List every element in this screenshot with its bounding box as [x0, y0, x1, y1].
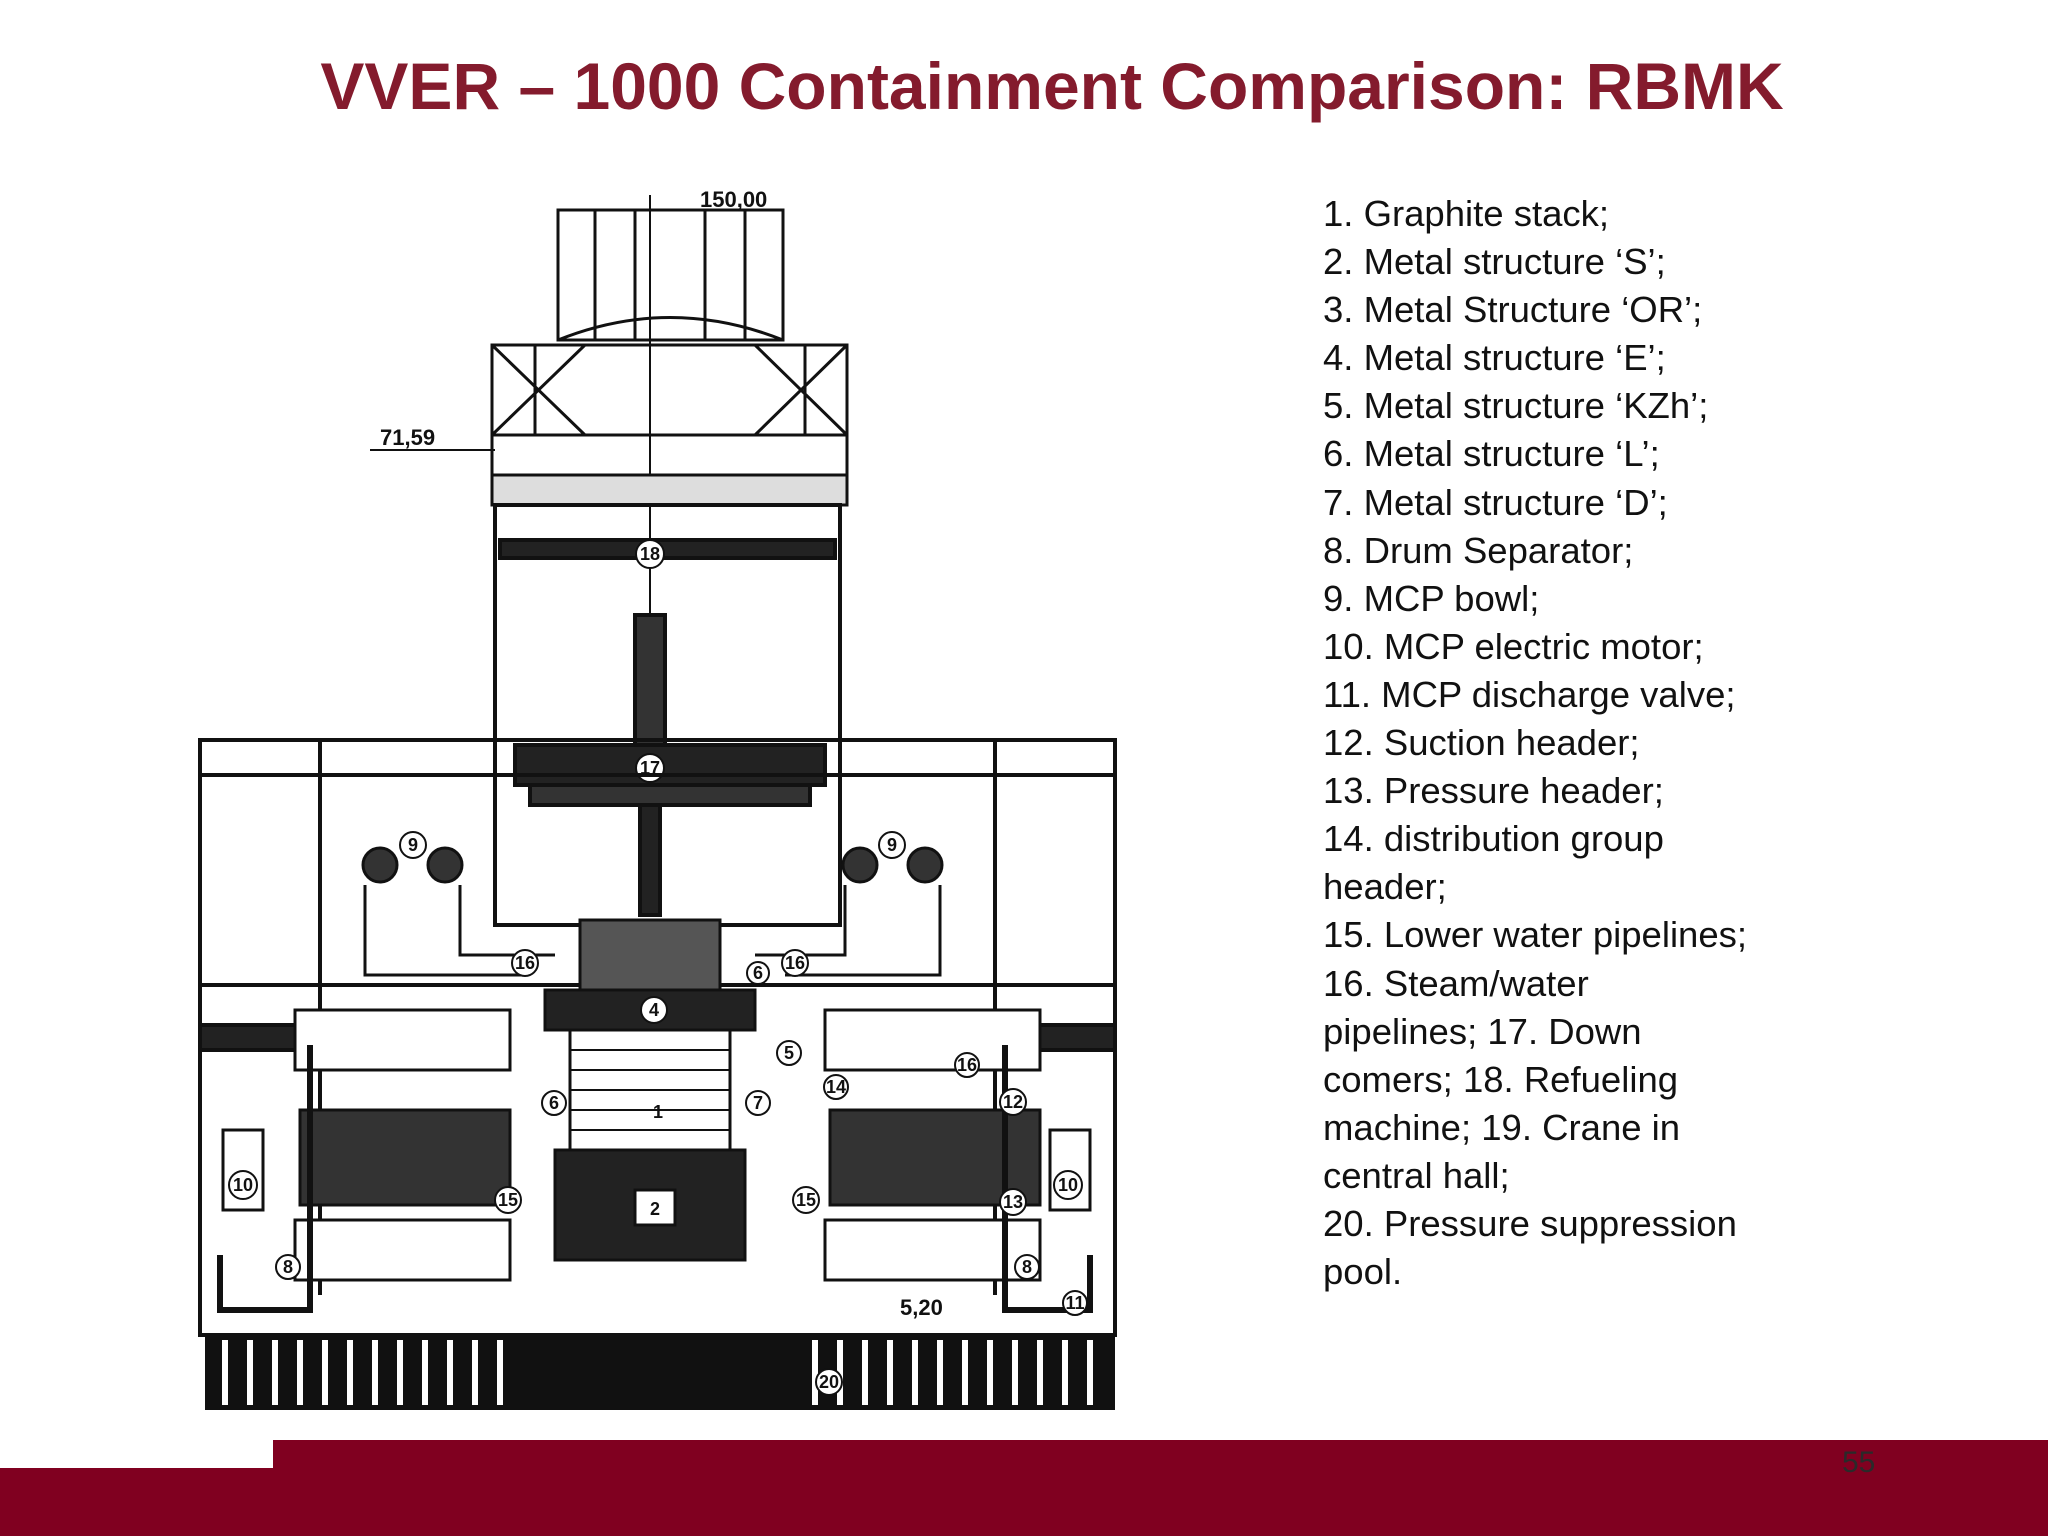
- legend-item: 4. Metal structure ‘E’;: [1323, 337, 1666, 379]
- callout-20: 20: [819, 1372, 839, 1392]
- callout-5: 5: [784, 1043, 794, 1063]
- legend-item: 14. distribution group header;: [1323, 818, 1664, 908]
- legend-item: 9. MCP bowl;: [1323, 577, 1540, 619]
- upper-truss: [490, 343, 849, 507]
- callout-1: 1: [653, 1102, 663, 1122]
- central-hall: [493, 503, 842, 927]
- callout-19: 18: [640, 544, 660, 564]
- legend-list: 1. Graphite stack; 2. Metal structure ‘S…: [1323, 190, 1753, 1296]
- legend-item: 5. Metal structure ‘KZh’;: [1323, 385, 1709, 427]
- callout-14: 14: [826, 1077, 846, 1097]
- callout-15-left: 15: [498, 1190, 518, 1210]
- legend-item: 16. Steam/water pipelines; 17. Down come…: [1323, 962, 1681, 1196]
- legend-item: 12. Suction header;: [1323, 722, 1640, 764]
- drum-separators: [361, 846, 944, 977]
- callout-7: 6: [753, 963, 763, 983]
- callout-15-right: 15: [796, 1190, 816, 1210]
- legend-item: 2. Metal structure ‘S’;: [1323, 241, 1666, 283]
- elevation-low: 5,20: [900, 1295, 943, 1320]
- callout-16-left: 16: [515, 953, 535, 973]
- legend-item: 11. MCP discharge valve;: [1323, 673, 1736, 715]
- callout-4: 4: [649, 1000, 659, 1020]
- legend-item: 15. Lower water pipelines;: [1323, 914, 1748, 956]
- top-stack: [556, 208, 785, 342]
- callout-8-left: 9: [408, 835, 418, 855]
- slide-title: VVER – 1000 Containment Comparison: RBMK: [320, 49, 1784, 123]
- callout-10-left: 10: [233, 1175, 253, 1195]
- footer-strip: [0, 1468, 273, 1536]
- legend-item: 10. MCP electric motor;: [1323, 625, 1704, 667]
- callout-13: 13: [1003, 1192, 1023, 1212]
- callout-6-left: 6: [549, 1093, 559, 1113]
- callout-8-right: 9: [887, 835, 897, 855]
- page-number: 55: [1842, 1446, 1876, 1479]
- legend-item: 8. Drum Separator;: [1323, 529, 1634, 571]
- callout-12: 12: [1003, 1092, 1023, 1112]
- legend-item: 1. Graphite stack;: [1323, 193, 1610, 234]
- legend-item: 13. Pressure header;: [1323, 770, 1664, 812]
- callout-9-right: 8: [1022, 1257, 1032, 1277]
- rbmk-containment-diagram: 150,00 71,59 18 1 7: [198, 187, 1117, 1410]
- callout-11: 11: [1065, 1293, 1084, 1313]
- elevation-mid: 71,59: [380, 425, 435, 450]
- callout-16-right: 16: [785, 953, 805, 973]
- callout-10-right: 10: [1058, 1175, 1078, 1195]
- pump-rooms: [217, 1008, 1093, 1313]
- legend-item: 3. Metal Structure ‘OR’;: [1323, 289, 1703, 331]
- legend-item: 20. Pressure suppression pool.: [1323, 1202, 1737, 1293]
- callout-9-left: 8: [283, 1257, 293, 1277]
- callout-17: 16: [957, 1055, 977, 1075]
- elevation-top: 150,00: [700, 187, 767, 212]
- legend-item: 7. Metal structure ‘D’;: [1323, 481, 1668, 523]
- legend-item: 6. Metal structure ‘L’;: [1323, 433, 1660, 475]
- callout-2: 2: [650, 1199, 660, 1219]
- footer-bar: [273, 1440, 2048, 1536]
- callout-6-right: 7: [753, 1093, 763, 1113]
- suppression-pool: [205, 1335, 1115, 1410]
